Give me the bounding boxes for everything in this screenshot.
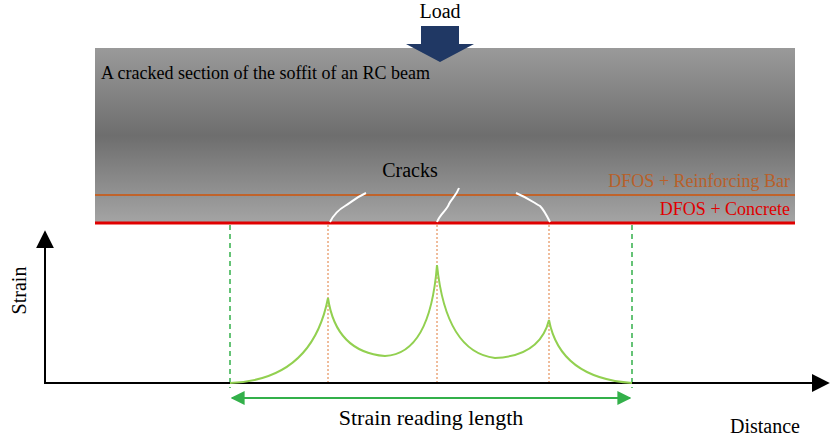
crack-guides	[328, 225, 549, 383]
reading-length-guides	[230, 225, 632, 388]
reading-length-arrow	[232, 397, 630, 399]
concrete-fibre-label: DFOS + Concrete	[660, 199, 790, 220]
load-label: Load	[419, 0, 460, 23]
reading-length-label: Strain reading length	[339, 405, 524, 430]
concrete-fibre-line	[95, 222, 795, 225]
cracks	[330, 188, 550, 222]
x-axis-label: Distance	[730, 415, 800, 438]
beam-region: A cracked section of the soffit of an RC…	[95, 48, 795, 224]
rebar-fibre-label: DFOS + Reinforcing Bar	[608, 171, 790, 192]
y-axis-label: Strain	[9, 266, 32, 314]
rebar-fibre-line	[95, 194, 795, 196]
load-arrow	[406, 26, 474, 62]
cracks-label: Cracks	[382, 159, 438, 182]
x-axis	[44, 382, 828, 384]
beam-section	[95, 48, 795, 224]
strain-curve	[230, 265, 632, 383]
section-caption: A cracked section of the soffit of an RC…	[101, 63, 795, 84]
y-axis	[44, 232, 46, 384]
